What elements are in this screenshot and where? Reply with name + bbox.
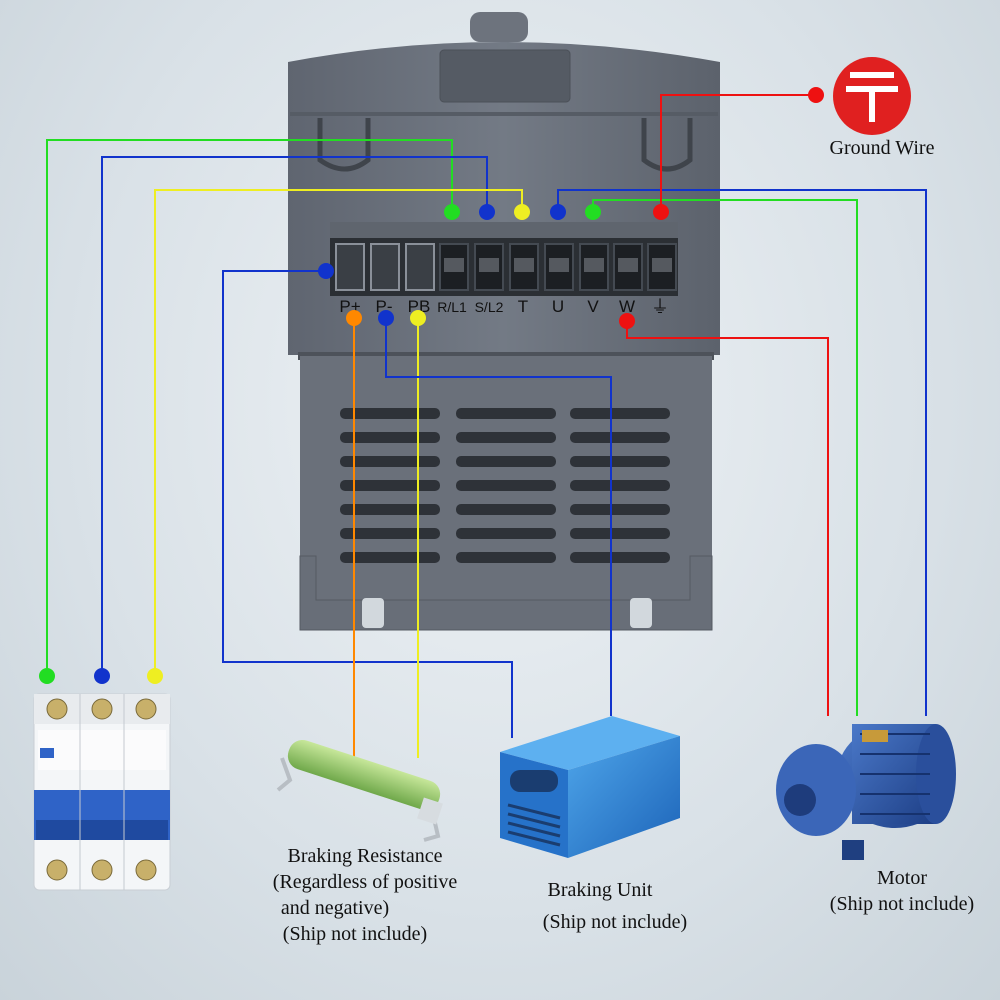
braking-unit-line-2: (Ship not include) [542, 911, 688, 933]
vent-slot [340, 504, 440, 515]
vent-slot [570, 456, 670, 467]
ground-wire-label: Ground Wire [829, 137, 935, 159]
vent-slot [340, 432, 440, 443]
motor-line-1: Motor [877, 867, 927, 889]
terminal-screw [584, 258, 604, 272]
braking-resistance-line-2: (Regardless of positive [272, 871, 458, 893]
dot-s [479, 204, 495, 220]
terminal-screw [618, 258, 638, 272]
dot-v [585, 204, 601, 220]
dot-p-plus-top [318, 263, 334, 279]
terminal-slot [405, 243, 435, 291]
braking-resistance-line-3: and negative) [280, 897, 390, 919]
vent-slot [340, 480, 440, 491]
vent-slot [340, 408, 440, 419]
dot-breaker-2 [94, 668, 110, 684]
vent-slot [570, 408, 670, 419]
wire-blue-s [101, 156, 488, 676]
dot-pe [653, 204, 669, 220]
terminal-screw [514, 258, 534, 272]
vent-slot [456, 432, 556, 443]
dot-breaker-1 [39, 668, 55, 684]
wire-red-pe [660, 94, 816, 212]
braking-resistance-line-4: (Ship not include) [282, 923, 428, 945]
vent-slot [456, 456, 556, 467]
terminal-labels: P+ P- PB R/L1 S/L2 T U V W ⏚ [339, 297, 669, 318]
motor [776, 724, 956, 860]
terminal-slots [335, 243, 677, 291]
dot-r [444, 204, 460, 220]
braking-resistance [276, 739, 443, 842]
vent-slot [456, 480, 556, 491]
terminal-label-pb: PB [408, 297, 431, 316]
dot-pb [410, 310, 426, 326]
terminal-screw [444, 258, 464, 272]
wires [46, 94, 927, 758]
terminal-label-ground: ⏚ [651, 297, 669, 318]
dot-ground-wire [808, 87, 824, 103]
wire-yellow-t [154, 189, 523, 676]
dot-p-plus [346, 310, 362, 326]
braking-unit-line-1: Braking Unit [547, 879, 653, 901]
motor-label: Motor (Ship not include) [812, 865, 992, 917]
terminal-label-t: T [518, 297, 528, 316]
dot-breaker-3 [147, 668, 163, 684]
connection-dots [39, 87, 824, 684]
vent-slot [570, 528, 670, 539]
vent-slot [340, 528, 440, 539]
vent-slot [340, 456, 440, 467]
vent-slot [456, 552, 556, 563]
wire-blue-p-minus [385, 318, 612, 716]
motor-line-2: (Ship not include) [829, 893, 975, 915]
terminal-slot [370, 243, 400, 291]
terminal-slot [335, 243, 365, 291]
terminal-label-w: W [619, 297, 635, 316]
terminal-screw [549, 258, 569, 272]
wire-green-r [46, 139, 453, 676]
braking-resistance-line-1: Braking Resistance [287, 845, 443, 867]
dot-u [550, 204, 566, 220]
braking-resistance-label: Braking Resistance (Regardless of positi… [240, 843, 490, 947]
braking-unit [500, 716, 680, 858]
terminal-screw [652, 258, 672, 272]
ground-wire-icon [833, 57, 911, 135]
wire-blue-p-plus [222, 270, 513, 738]
terminal-label-s-l2: S/L2 [475, 299, 504, 315]
inverter-vents [340, 408, 670, 563]
vent-slot [570, 432, 670, 443]
terminal-label-v: V [587, 297, 599, 316]
wire-red-w [626, 321, 829, 716]
vent-slot [456, 504, 556, 515]
wire-blue-u [557, 189, 927, 716]
vent-slot [340, 552, 440, 563]
vent-slot [570, 552, 670, 563]
terminal-label-r-l1: R/L1 [437, 299, 467, 315]
braking-unit-label: Braking Unit (Ship not include) [520, 874, 710, 938]
vent-slot [570, 504, 670, 515]
dot-p-minus [378, 310, 394, 326]
dot-t [514, 204, 530, 220]
terminal-label-u: U [552, 297, 564, 316]
vent-slot [456, 408, 556, 419]
terminal-screw [479, 258, 499, 272]
circuit-breaker [33, 693, 171, 891]
vent-slot [570, 480, 670, 491]
dot-w [619, 313, 635, 329]
vent-slot [456, 528, 556, 539]
